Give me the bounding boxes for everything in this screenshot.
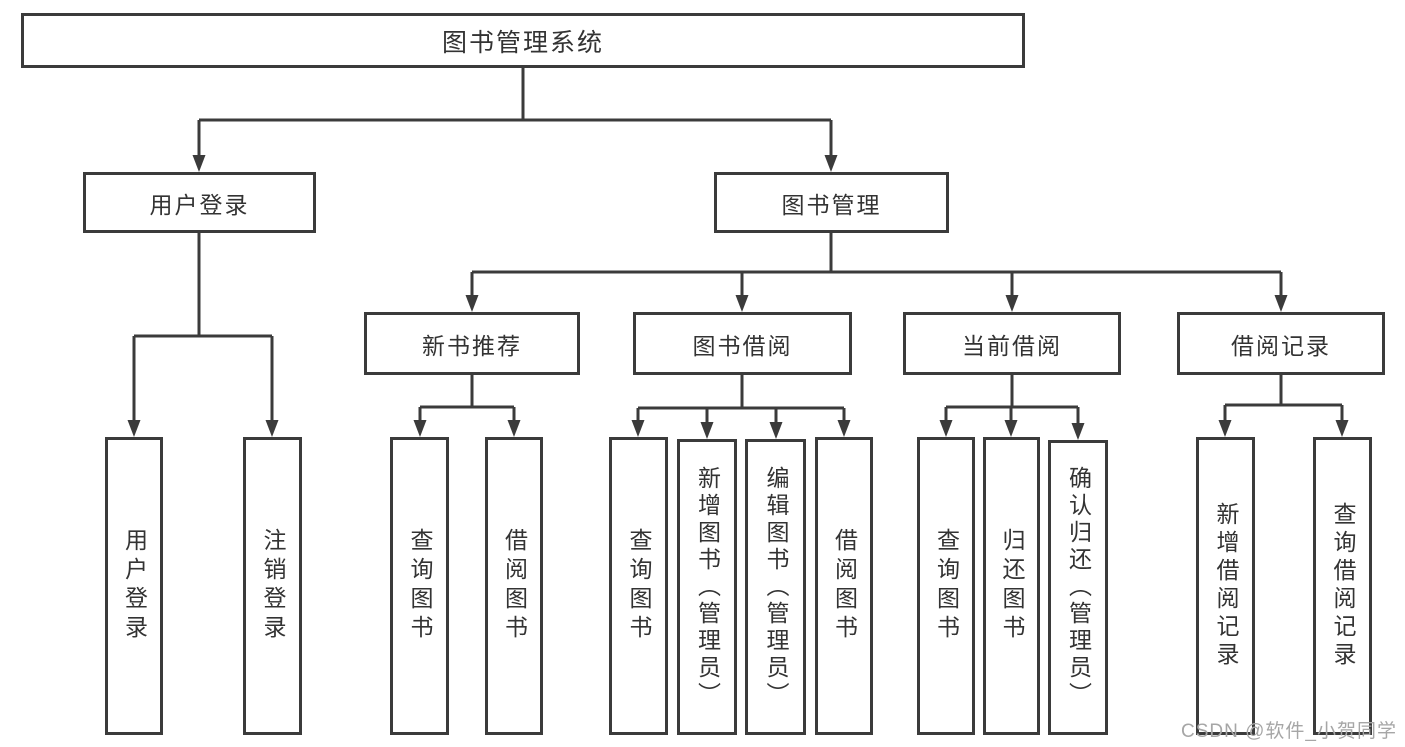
leaf-query-borrow-record: 查询借阅记录 [1313, 437, 1372, 735]
leaf-user-login: 用户登录 [105, 437, 163, 735]
leaf-query-books-current: 查询图书 [917, 437, 975, 735]
leaf-add-books-admin: 新增图书（管理员） [677, 439, 737, 735]
node-new-book-recommendation: 新书推荐 [364, 312, 580, 375]
leaf-query-books-borrow: 查询图书 [609, 437, 668, 735]
leaf-confirm-return-admin: 确认归还（管理员） [1048, 440, 1108, 735]
leaf-return-books: 归还图书 [983, 437, 1040, 735]
node-current-borrowing: 当前借阅 [903, 312, 1121, 375]
node-user-login: 用户登录 [83, 172, 316, 233]
leaf-add-borrow-record: 新增借阅记录 [1196, 437, 1255, 735]
leaf-borrow-books: 借阅图书 [815, 437, 873, 735]
csdn-watermark: CSDN @软件_小贺同学 [1181, 721, 1397, 742]
node-book-borrowing: 图书借阅 [633, 312, 852, 375]
node-root: 图书管理系统 [21, 13, 1025, 68]
leaf-query-books-recommend: 查询图书 [390, 437, 449, 735]
leaf-logout: 注销登录 [243, 437, 302, 735]
leaf-borrow-books-recommend: 借阅图书 [485, 437, 543, 735]
node-book-management: 图书管理 [714, 172, 949, 233]
leaf-edit-books-admin: 编辑图书（管理员） [745, 439, 806, 735]
node-borrowing-records: 借阅记录 [1177, 312, 1385, 375]
